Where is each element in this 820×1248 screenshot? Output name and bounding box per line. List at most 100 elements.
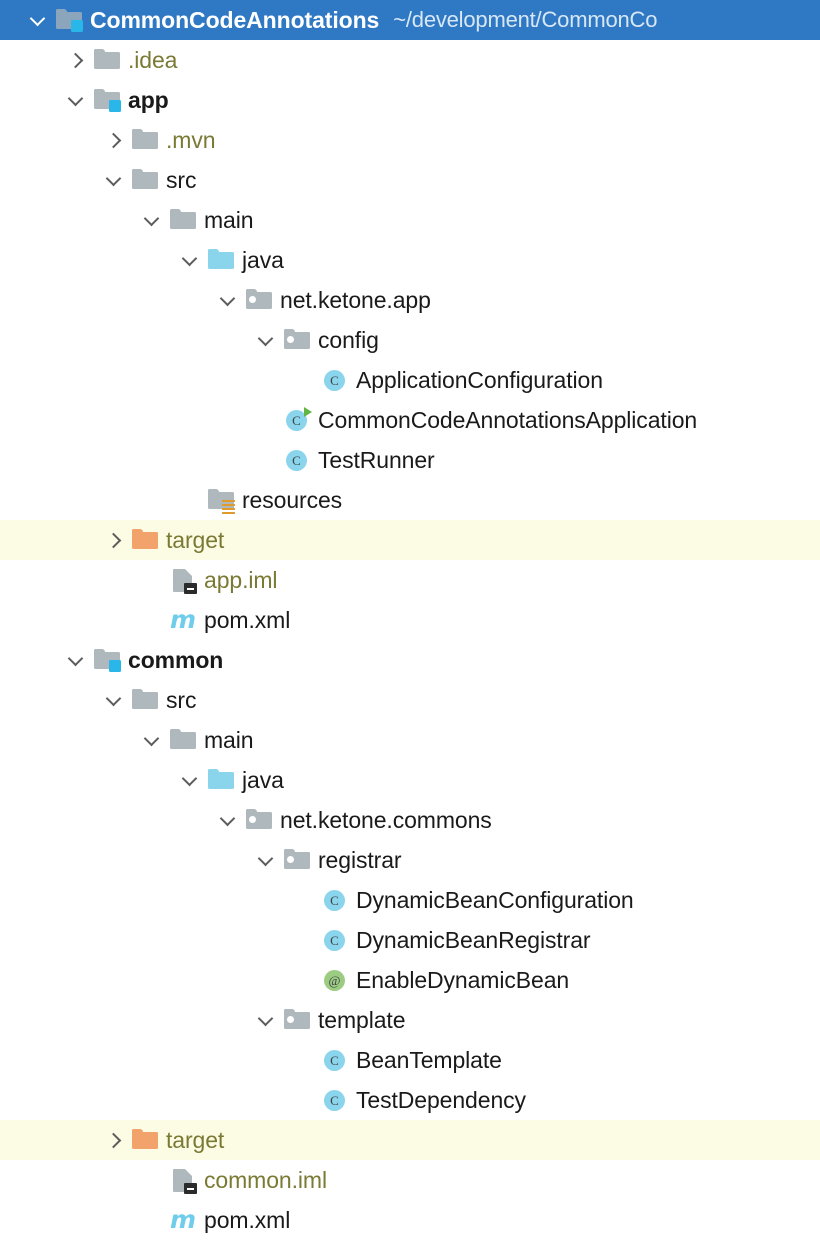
indent-spacer xyxy=(0,140,104,141)
tree-row[interactable]: m pom.xml xyxy=(0,600,820,640)
tree-row[interactable]: main xyxy=(0,720,820,760)
tree-row[interactable]: net.ketone.commons xyxy=(0,800,820,840)
tree-row[interactable]: java xyxy=(0,760,820,800)
chevron-right-icon[interactable] xyxy=(104,529,126,551)
indent-spacer xyxy=(0,60,66,61)
tree-row[interactable]: src xyxy=(0,160,820,200)
tree-row-label: main xyxy=(204,726,254,753)
tree-row[interactable]: .idea xyxy=(0,40,820,80)
class-glyph: C xyxy=(324,1050,345,1071)
tree-row-label: pom.xml xyxy=(204,606,291,633)
chevron-right-icon[interactable] xyxy=(66,49,88,71)
tree-row[interactable]: common.iml xyxy=(0,1160,820,1200)
package-icon xyxy=(282,325,312,355)
excluded-folder-icon xyxy=(130,1125,160,1155)
tree-row-label: TestDependency xyxy=(356,1086,526,1113)
tree-row[interactable]: @EnableDynamicBean xyxy=(0,960,820,1000)
tree-row[interactable]: app.iml xyxy=(0,560,820,600)
chevron-down-icon[interactable] xyxy=(256,1009,278,1031)
indent-spacer xyxy=(0,820,218,821)
java-class-icon: C xyxy=(320,365,350,395)
indent-spacer xyxy=(0,460,256,461)
maven-pom-icon: m xyxy=(168,605,198,635)
java-class-icon: C xyxy=(320,1085,350,1115)
tree-row-label: ApplicationConfiguration xyxy=(356,366,603,393)
indent-spacer xyxy=(0,220,142,221)
indent-spacer xyxy=(0,660,66,661)
module-badge xyxy=(109,100,121,112)
tree-row[interactable]: target xyxy=(0,520,820,560)
tree-row[interactable]: target xyxy=(0,1120,820,1160)
module-folder-icon xyxy=(92,645,122,675)
resources-badge xyxy=(222,500,235,514)
run-marker-icon[interactable] xyxy=(304,407,312,417)
source-root-folder-icon xyxy=(206,245,236,275)
chevron-down-icon[interactable] xyxy=(256,329,278,351)
tree-row-label: main xyxy=(204,206,254,233)
tree-row-label: TestRunner xyxy=(318,446,435,473)
chevron-down-icon[interactable] xyxy=(218,809,240,831)
tree-row[interactable]: net.ketone.app xyxy=(0,280,820,320)
chevron-down-icon[interactable] xyxy=(104,169,126,191)
indent-spacer xyxy=(0,980,294,981)
java-class-icon: C xyxy=(282,445,312,475)
folder-shape xyxy=(132,688,158,709)
tree-row-label: CommonCodeAnnotations xyxy=(90,6,380,33)
tree-row[interactable]: common xyxy=(0,640,820,680)
project-module-folder-icon xyxy=(54,5,84,35)
folder-shape xyxy=(170,208,196,229)
iml-file-icon xyxy=(168,565,198,595)
tree-row[interactable]: java xyxy=(0,240,820,280)
tree-row-label: app.iml xyxy=(204,566,278,593)
tree-row[interactable]: src xyxy=(0,680,820,720)
indent-spacer xyxy=(0,1220,142,1221)
chevron-down-icon[interactable] xyxy=(66,89,88,111)
tree-row[interactable]: template xyxy=(0,1000,820,1040)
indent-spacer xyxy=(0,1180,142,1181)
chevron-down-icon[interactable] xyxy=(28,9,50,31)
tree-row[interactable]: CommonCodeAnnotations~/development/Commo… xyxy=(0,0,820,40)
chevron-down-icon[interactable] xyxy=(142,209,164,231)
module-folder-icon xyxy=(92,85,122,115)
tree-row[interactable]: resources xyxy=(0,480,820,520)
folder-shape xyxy=(94,48,120,69)
indent-spacer xyxy=(0,860,256,861)
maven-glyph: m xyxy=(170,605,197,634)
indent-spacer xyxy=(0,1020,256,1021)
package-dot xyxy=(287,856,294,863)
tree-row[interactable]: config xyxy=(0,320,820,360)
chevron-down-icon[interactable] xyxy=(180,769,202,791)
indent-spacer xyxy=(0,1060,294,1061)
java-class-runnable-icon: C xyxy=(282,405,312,435)
package-icon xyxy=(282,845,312,875)
tree-row[interactable]: registrar xyxy=(0,840,820,880)
chevron-down-icon[interactable] xyxy=(66,649,88,671)
chevron-right-icon[interactable] xyxy=(104,1129,126,1151)
tree-row-label: net.ketone.commons xyxy=(280,806,492,833)
tree-row[interactable]: main xyxy=(0,200,820,240)
tree-row-label: template xyxy=(318,1006,406,1033)
tree-row[interactable]: .mvn xyxy=(0,120,820,160)
chevron-right-icon[interactable] xyxy=(104,129,126,151)
chevron-down-icon[interactable] xyxy=(104,689,126,711)
chevron-down-icon[interactable] xyxy=(218,289,240,311)
tree-row-label: CommonCodeAnnotationsApplication xyxy=(318,406,698,433)
chevron-down-icon[interactable] xyxy=(256,849,278,871)
indent-spacer xyxy=(0,1140,104,1141)
chevron-down-icon[interactable] xyxy=(180,249,202,271)
indent-spacer xyxy=(0,620,142,621)
tree-row-label: .mvn xyxy=(166,126,216,153)
tree-row[interactable]: app xyxy=(0,80,820,120)
chevron-down-icon[interactable] xyxy=(142,729,164,751)
tree-row-label: EnableDynamicBean xyxy=(356,966,570,993)
folder-shape xyxy=(132,128,158,149)
